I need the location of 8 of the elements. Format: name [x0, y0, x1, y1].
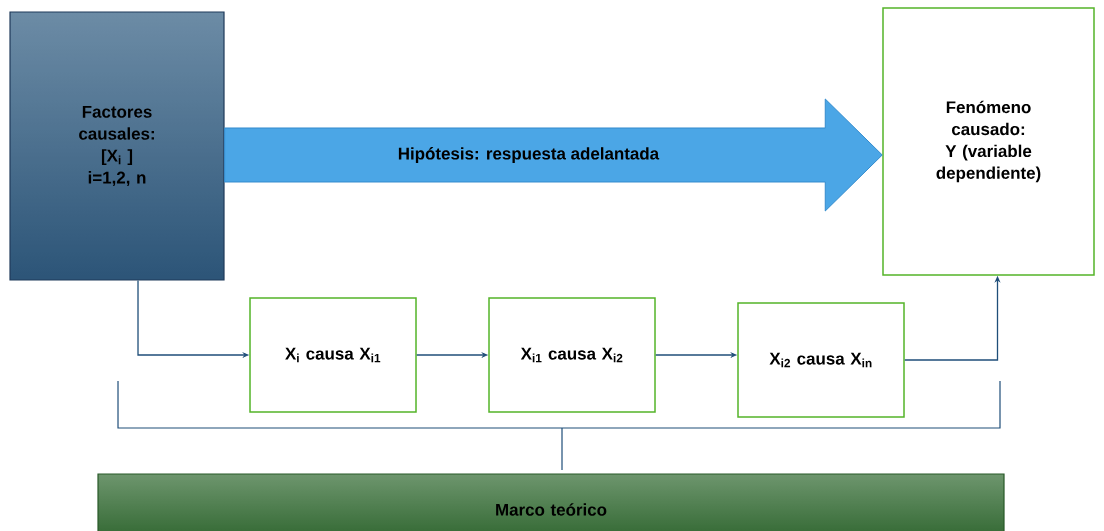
edge-label: Hipótesis: respuesta adelantada [398, 147, 660, 163]
process-box: X$_{i}$ causa X$_{i1}$ [249, 297, 417, 413]
effect-box: Fenómeno causado: Y (variable dependiente) [882, 7, 1095, 276]
process-box: X$_{i1}$ causa X$_{i2}$ [488, 297, 656, 413]
process-box: X$_{i2}$ causa X$_{in}$ [737, 302, 905, 418]
framework-band: Marco teórico [97, 473, 1005, 531]
block-arrow [224, 98, 883, 212]
cause-box: Factores causales: [X$_{i}$ ] i=1,2, n [9, 11, 225, 281]
